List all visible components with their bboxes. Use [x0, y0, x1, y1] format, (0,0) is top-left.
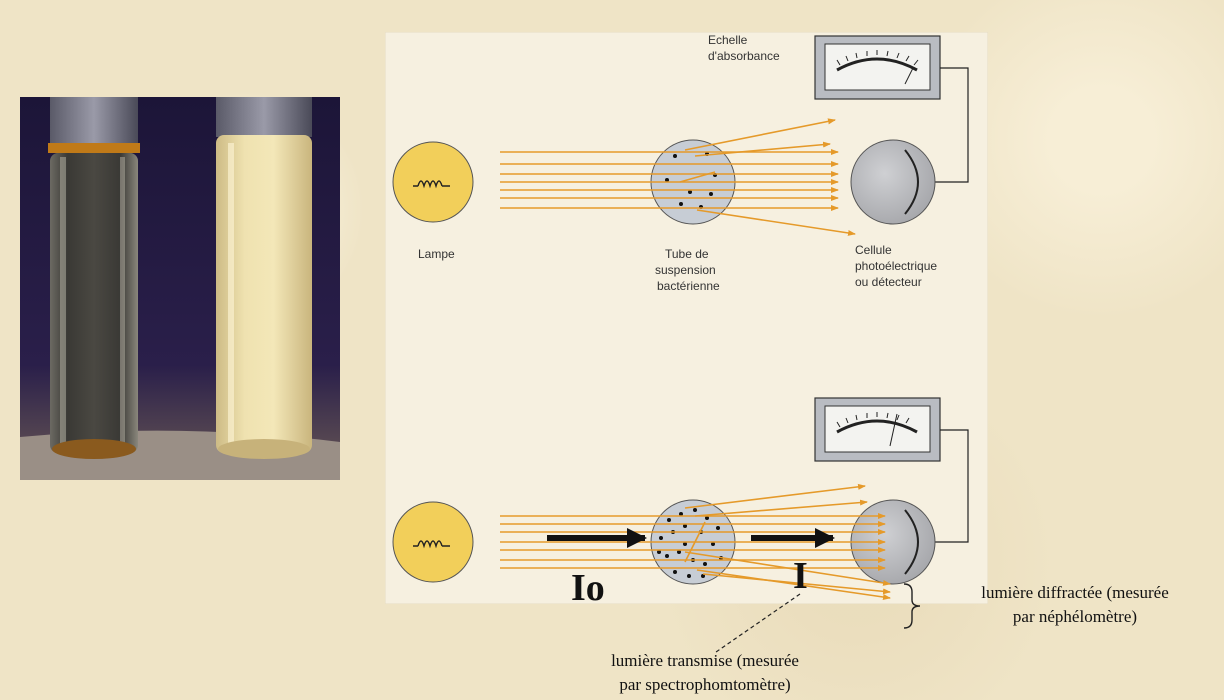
- scale-label-line1: Echelle: [708, 33, 748, 47]
- turbid-tube: [216, 97, 312, 459]
- incident-label: Io: [571, 567, 605, 604]
- transmitted-annotation-line1: lumière transmise (mesurée: [560, 650, 850, 672]
- cell-label-line2: photoélectrique: [855, 259, 937, 273]
- scale-label-line2: d'absorbance: [708, 49, 780, 63]
- lamp-bottom: [393, 502, 473, 582]
- absorbance-gauge-top: [815, 36, 940, 99]
- cell-label-line3: ou détecteur: [855, 275, 922, 289]
- tube-label-line2: suspension: [655, 263, 716, 277]
- test-tubes-photo: [20, 97, 340, 480]
- turbidimetry-diagram: Echelle d'absorbance Lampe Tube de suspe…: [385, 32, 988, 604]
- tube-label-line3: bactérienne: [657, 279, 720, 293]
- transmitted-annotation-line2: par spectrophomtomètre): [560, 674, 850, 696]
- diffracted-annotation-line2: par néphélomètre): [930, 606, 1220, 628]
- lamp-label: Lampe: [418, 247, 455, 261]
- transmitted-label: I: [793, 555, 808, 597]
- diffracted-annotation-line1: lumière diffractée (mesurée: [930, 582, 1220, 604]
- cell-label-line1: Cellule: [855, 243, 892, 257]
- absorbance-gauge-bottom: [815, 398, 940, 461]
- lamp-top: [393, 142, 473, 222]
- detector-top: [851, 140, 935, 224]
- tube-label-line1: Tube de: [665, 247, 709, 261]
- clear-tube: [48, 97, 140, 459]
